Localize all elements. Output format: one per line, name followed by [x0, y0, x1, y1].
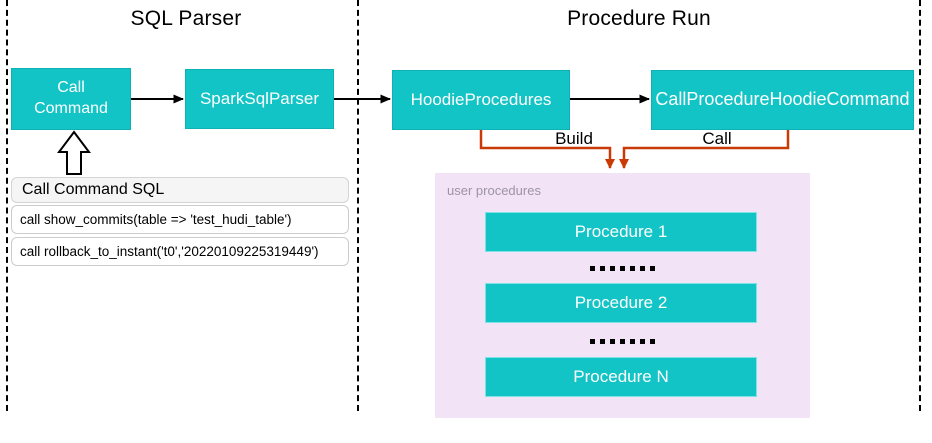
user-procedures-panel-label: user procedures	[447, 183, 541, 198]
edge-label-build: Build	[555, 129, 593, 148]
dots-separator	[435, 339, 810, 344]
up-block-arrow-icon	[57, 130, 91, 175]
sql-example-text: call show_commits(table => 'test_hudi_ta…	[20, 212, 292, 227]
dot	[640, 266, 645, 271]
dot	[630, 266, 635, 271]
dot	[600, 266, 605, 271]
dot	[610, 339, 615, 344]
dot	[630, 339, 635, 344]
node-procedure-1-label: Procedure 1	[574, 222, 668, 241]
edge-label-call: Call	[702, 129, 732, 148]
sql-card-header-label: Call Command SQL	[22, 181, 165, 198]
node-hoodie-procedures: HoodieProcedures	[392, 70, 570, 130]
node-call-procedure-hoodie-command: CallProcedureHoodieCommand	[651, 70, 914, 130]
node-call-command-label: Call Command	[34, 79, 108, 117]
user-procedures-panel: user procedures Procedure 1 Procedure 2	[435, 173, 810, 418]
sql-example-row: call show_commits(table => 'test_hudi_ta…	[11, 205, 349, 234]
sql-example-row: call rollback_to_instant('t0','202201092…	[11, 237, 349, 266]
node-procedure-1: Procedure 1	[485, 212, 757, 252]
dot	[590, 339, 595, 344]
dot	[600, 339, 605, 344]
dashed-boundary-right	[919, 0, 921, 411]
dot	[640, 339, 645, 344]
sql-card-header: Call Command SQL	[11, 177, 349, 203]
node-call-command: Call Command	[11, 68, 131, 130]
node-procedure-n: Procedure N	[485, 357, 757, 397]
section-title-procedure-run: Procedure Run	[567, 7, 711, 30]
dot	[650, 339, 655, 344]
dot	[610, 266, 615, 271]
section-title-sql-parser: SQL Parser	[130, 7, 242, 30]
node-spark-sql-parser-label: SparkSqlParser	[199, 88, 320, 108]
sql-example-text: call rollback_to_instant('t0','202201092…	[20, 244, 319, 259]
node-procedure-n-label: Procedure N	[573, 367, 669, 386]
dot	[650, 266, 655, 271]
node-hoodie-procedures-label: HoodieProcedures	[410, 89, 552, 109]
dot	[620, 339, 625, 344]
dots-separator	[435, 266, 810, 271]
dot	[620, 266, 625, 271]
node-call-procedure-hoodie-command-label: CallProcedureHoodieCommand	[655, 89, 910, 110]
dashed-boundary-left	[6, 0, 8, 411]
node-spark-sql-parser: SparkSqlParser	[185, 69, 334, 129]
node-procedure-2-label: Procedure 2	[574, 293, 668, 312]
node-procedure-2: Procedure 2	[485, 283, 757, 323]
dashed-boundary-middle	[357, 0, 359, 411]
dot	[590, 266, 595, 271]
